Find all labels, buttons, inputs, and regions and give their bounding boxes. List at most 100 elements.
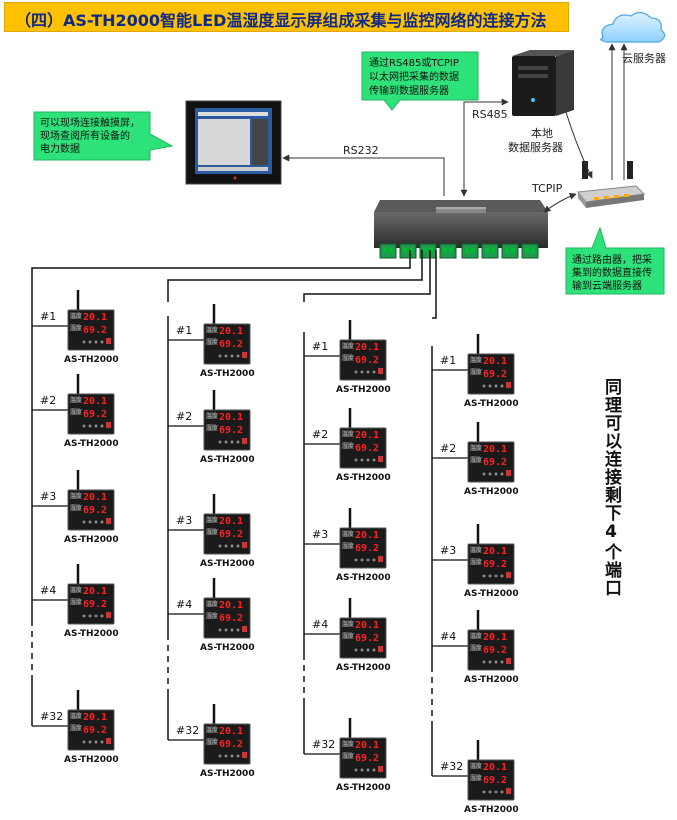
humidity-readout: 69.2 [483,369,507,380]
svg-text:湿度: 湿度 [206,528,218,536]
svg-text:湿度: 湿度 [70,504,82,512]
svg-text:以太网把采集的数据: 以太网把采集的数据 [369,70,459,83]
server-label-line1: 本地 [531,126,553,140]
svg-text:电力数据: 电力数据 [40,142,80,155]
svg-text:温度: 温度 [470,356,482,364]
device-model-label: AS-TH2000 [200,559,255,569]
node-label: #3 [176,514,192,527]
svg-text:温度: 温度 [70,396,82,404]
temperature-readout: 20.1 [355,342,379,353]
side-note: 同理可以连接剩下4个端口 [601,378,621,597]
svg-text:湿度: 湿度 [70,408,82,416]
humidity-readout: 69.2 [83,725,107,736]
cloud-server-label: 云服务器 [622,52,666,65]
humidity-readout: 69.2 [83,505,107,516]
svg-text:集到的数据直接传: 集到的数据直接传 [572,266,652,279]
humidity-readout: 69.2 [483,775,507,786]
svg-text:湿度: 湿度 [342,542,354,550]
svg-text:湿度: 湿度 [342,354,354,362]
svg-text:温度: 温度 [342,342,354,350]
svg-text:通过RS485或TCPIP: 通过RS485或TCPIP [369,56,459,69]
temperature-readout: 20.1 [483,762,507,773]
svg-text:湿度: 湿度 [342,442,354,450]
svg-text:现场查阅所有设备的: 现场查阅所有设备的 [40,129,130,142]
svg-text:温度: 温度 [342,530,354,538]
svg-text:可以现场连接触摸屏，: 可以现场连接触摸屏， [40,116,140,129]
svg-text:温度: 温度 [70,586,82,594]
svg-text:湿度: 湿度 [206,612,218,620]
device-model-label: AS-TH2000 [336,783,391,793]
device-model-label: AS-TH2000 [64,439,119,449]
terminal-block [501,243,519,259]
server-label-line2: 数据服务器 [508,140,563,154]
svg-text:温度: 温度 [342,740,354,748]
svg-text:湿度: 湿度 [206,424,218,432]
temperature-readout: 20.1 [483,444,507,455]
temperature-readout: 20.1 [355,530,379,541]
svg-text:湿度: 湿度 [70,724,82,732]
device-model-label: AS-TH2000 [464,487,519,497]
svg-text:温度: 温度 [470,632,482,640]
humidity-readout: 69.2 [355,543,379,554]
svg-text:湿度: 湿度 [470,558,482,566]
terminal-block [461,243,479,259]
node-label: #3 [440,544,456,557]
svg-text:温度: 温度 [70,712,82,720]
node-label: #3 [40,490,56,503]
device-model-label: AS-TH2000 [464,399,519,409]
svg-text:温度: 温度 [342,620,354,628]
device-model-label: AS-TH2000 [200,643,255,653]
device-model-label: AS-TH2000 [336,663,391,673]
svg-text:传输到数据服务器: 传输到数据服务器 [369,84,449,97]
device-model-label: AS-TH2000 [464,589,519,599]
node-label: #2 [312,428,328,441]
svg-text:温度: 温度 [206,726,218,734]
terminal-block [399,243,417,259]
humidity-readout: 69.2 [219,739,243,750]
svg-text:温度: 温度 [70,492,82,500]
node-label: #32 [40,710,63,723]
temperature-readout: 20.1 [355,740,379,751]
temperature-readout: 20.1 [83,396,107,407]
svg-text:输到云端服务器: 输到云端服务器 [572,279,642,292]
node-label: #1 [176,324,192,337]
svg-text:温度: 温度 [470,444,482,452]
terminal-block [379,243,397,259]
humidity-readout: 69.2 [355,633,379,644]
humidity-readout: 69.2 [483,559,507,570]
rs485-label: RS485 [472,108,508,121]
temperature-readout: 20.1 [483,632,507,643]
svg-text:湿度: 湿度 [470,774,482,782]
svg-text:湿度: 湿度 [70,598,82,606]
device-model-label: AS-TH2000 [336,573,391,583]
node-label: #4 [312,618,328,631]
device-model-label: AS-TH2000 [200,769,255,779]
temperature-readout: 20.1 [355,430,379,441]
node-label: #1 [440,354,456,367]
device-model-label: AS-TH2000 [64,535,119,545]
gateway-collector-icon [374,200,548,259]
device-model-label: AS-TH2000 [336,385,391,395]
svg-text:湿度: 湿度 [470,644,482,652]
humidity-readout: 69.2 [219,339,243,350]
humidity-readout: 69.2 [83,325,107,336]
svg-text:湿度: 湿度 [70,324,82,332]
temperature-readout: 20.1 [83,492,107,503]
